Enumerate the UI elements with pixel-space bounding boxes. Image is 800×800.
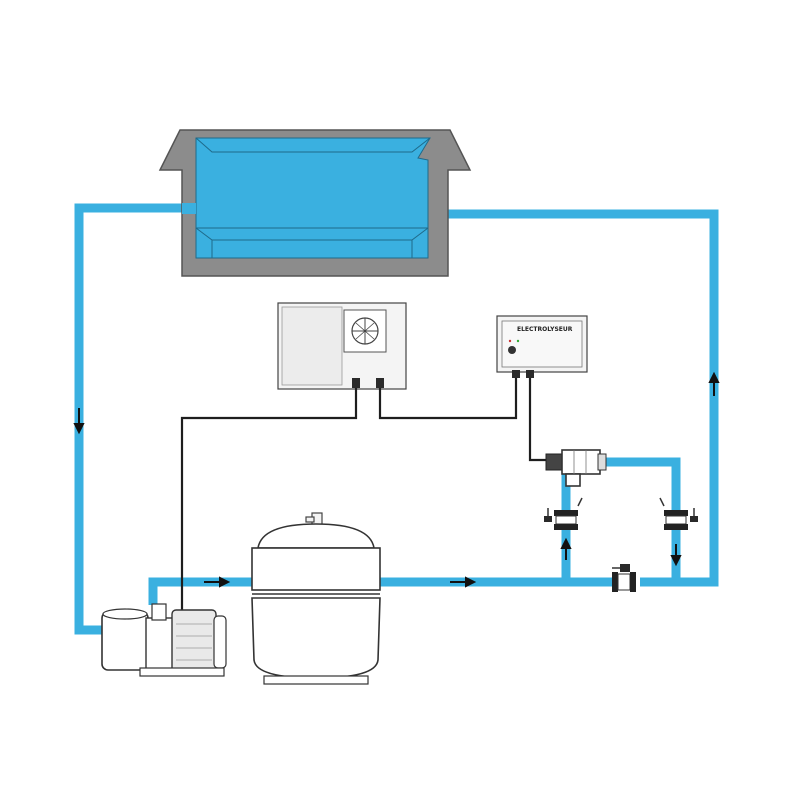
flow-arrow-right-pump [204, 576, 231, 588]
cable-controller-to-cell [528, 378, 548, 462]
pipe-left-return [74, 203, 190, 635]
heat-pump-icon [277, 302, 407, 390]
cable-heatpump-to-pump [180, 388, 358, 610]
pump-icon [101, 603, 227, 677]
control-box-icon: ELECTROLYSEUR [496, 315, 588, 378]
valve-icon [659, 497, 698, 530]
flow-arrow-right-filter [450, 576, 477, 588]
flow-arrows [73, 371, 720, 588]
sand-filter-icon [251, 512, 381, 685]
cables [180, 378, 548, 610]
flow-arrow-up-bypass [560, 537, 572, 560]
valve-icon [544, 497, 583, 530]
flow-arrow-up-riser [708, 371, 720, 396]
valve-icon [612, 564, 636, 592]
controller-label: ELECTROLYSEUR [517, 326, 573, 333]
electrolysis-cell-icon [545, 449, 607, 487]
flow-arrow-down-left [73, 408, 85, 435]
pool-basin-icon [158, 129, 472, 277]
flow-arrow-down-bypass [670, 544, 682, 567]
cable-heatpump-to-controller [378, 378, 518, 420]
pipe-pump-filter [148, 577, 252, 605]
